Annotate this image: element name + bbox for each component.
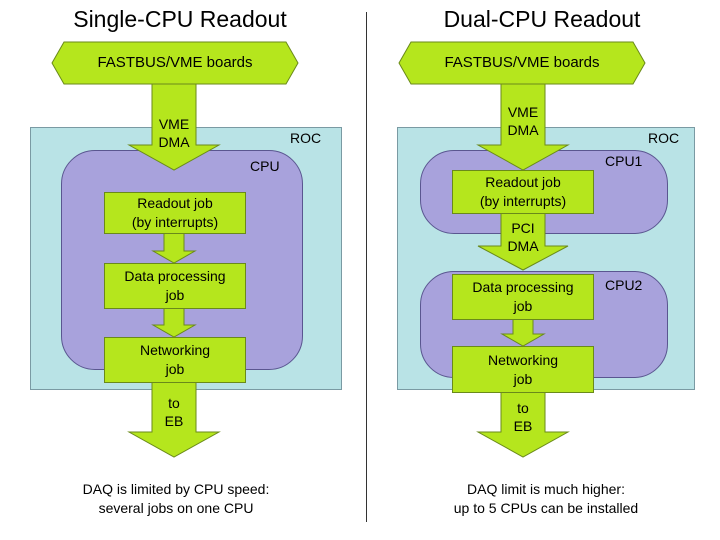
left-arrow-job1-job2 bbox=[151, 231, 197, 264]
left-cpu-label: CPU bbox=[250, 158, 280, 174]
right-pci-dma-arrow bbox=[477, 211, 569, 271]
right-out-line1: to bbox=[517, 400, 529, 416]
right-job2-line1: Data processing bbox=[472, 279, 574, 295]
right-pci-dma-label: PCI DMA bbox=[498, 219, 548, 255]
left-job2-line2: job bbox=[165, 287, 185, 303]
right-to-eb-label: to EB bbox=[498, 399, 548, 435]
right-pci-line2: DMA bbox=[507, 238, 539, 254]
left-job3-line1: Networking bbox=[139, 342, 211, 358]
left-networking-job: Networking job bbox=[104, 337, 246, 383]
right-roc-label: ROC bbox=[648, 130, 680, 146]
right-arrow-job2-job3 bbox=[500, 317, 546, 347]
left-out-line2: EB bbox=[164, 413, 184, 429]
left-job1-line1: Readout job bbox=[137, 195, 213, 211]
left-out-line1: to bbox=[168, 395, 180, 411]
right-job3-line2: job bbox=[513, 370, 533, 387]
right-job2-line2: job bbox=[513, 298, 533, 314]
left-job2-line1: Data processing bbox=[124, 268, 226, 284]
right-vme-dma-arrow bbox=[476, 83, 570, 171]
right-dma-line1: VME bbox=[507, 104, 539, 120]
right-caption-line2: up to 5 CPUs can be installed bbox=[453, 500, 639, 516]
right-dma-line2: DMA bbox=[507, 122, 539, 138]
left-to-eb-arrow bbox=[127, 380, 221, 458]
left-readout-job: Readout job (by interrupts) bbox=[104, 192, 246, 234]
left-caption-line1: DAQ is limited by CPU speed: bbox=[82, 481, 270, 497]
left-source-shape bbox=[51, 41, 299, 85]
right-title: Dual-CPU Readout bbox=[443, 6, 641, 32]
left-caption-line2: several jobs on one CPU bbox=[98, 500, 254, 516]
left-job3-line2: job bbox=[165, 361, 185, 377]
left-roc-label: ROC bbox=[290, 130, 322, 146]
right-source-shape bbox=[398, 41, 646, 85]
right-caption: DAQ limit is much higher: up to 5 CPUs c… bbox=[386, 480, 706, 518]
left-job1-line2: (by interrupts) bbox=[131, 214, 219, 230]
right-data-processing-job: Data processing job bbox=[452, 274, 594, 320]
left-vme-dma-arrow bbox=[127, 83, 221, 171]
left-cpu-box bbox=[61, 150, 303, 370]
left-source-label: FASTBUS/VME boards bbox=[97, 54, 253, 71]
right-readout-job: Readout job (by interrupts) bbox=[452, 170, 594, 214]
left-caption: DAQ is limited by CPU speed: several job… bbox=[16, 480, 336, 518]
panel-divider bbox=[366, 12, 367, 522]
left-dma-line2: DMA bbox=[158, 134, 190, 150]
right-out-line2: EB bbox=[513, 418, 533, 434]
left-dma-line1: VME bbox=[158, 116, 190, 132]
left-vme-dma-label: VME DMA bbox=[149, 115, 199, 151]
right-cpu1-label: CPU1 bbox=[605, 153, 643, 169]
right-networking-job: Networking job bbox=[452, 346, 594, 393]
left-arrow-job2-job3 bbox=[151, 306, 197, 338]
right-cpu2-label: CPU2 bbox=[605, 277, 643, 293]
right-pci-line1: PCI bbox=[511, 220, 535, 236]
left-title: Single-CPU Readout bbox=[73, 6, 287, 32]
right-job1-line2: (by interrupts) bbox=[479, 193, 567, 209]
right-job1-line1: Readout job bbox=[485, 174, 561, 190]
right-to-eb-arrow bbox=[476, 390, 570, 458]
right-source-label: FASTBUS/VME boards bbox=[444, 54, 600, 71]
right-vme-dma-label: VME DMA bbox=[498, 103, 548, 139]
right-caption-line1: DAQ limit is much higher: bbox=[467, 481, 625, 497]
left-data-processing-job: Data processing job bbox=[104, 263, 246, 309]
right-job3-line1: Networking bbox=[487, 351, 559, 368]
left-to-eb-label: to EB bbox=[149, 394, 199, 430]
